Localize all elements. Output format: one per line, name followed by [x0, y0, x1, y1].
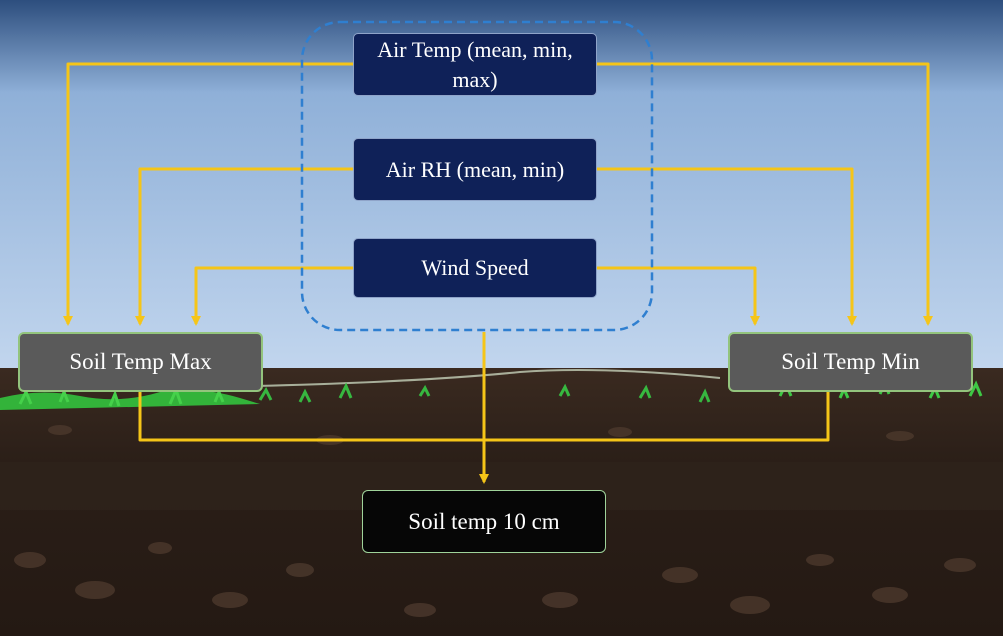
soil-temp-max-node: Soil Temp Max — [18, 332, 263, 392]
soil-temp-min-node: Soil Temp Min — [728, 332, 973, 392]
air-rh-node: Air RH (mean, min) — [353, 138, 597, 201]
air-temp-label: Air Temp (mean, min, max) — [354, 35, 596, 95]
soil-temp-10cm-node: Soil temp 10 cm — [362, 490, 606, 553]
air-rh-label: Air RH (mean, min) — [386, 155, 564, 185]
soil-temp-10cm-label: Soil temp 10 cm — [408, 509, 559, 535]
air-temp-node: Air Temp (mean, min, max) — [353, 33, 597, 96]
wind-speed-label: Wind Speed — [421, 253, 528, 283]
wind-speed-node: Wind Speed — [353, 238, 597, 298]
soil-temp-max-label: Soil Temp Max — [69, 349, 211, 375]
soil-temp-min-label: Soil Temp Min — [781, 349, 920, 375]
